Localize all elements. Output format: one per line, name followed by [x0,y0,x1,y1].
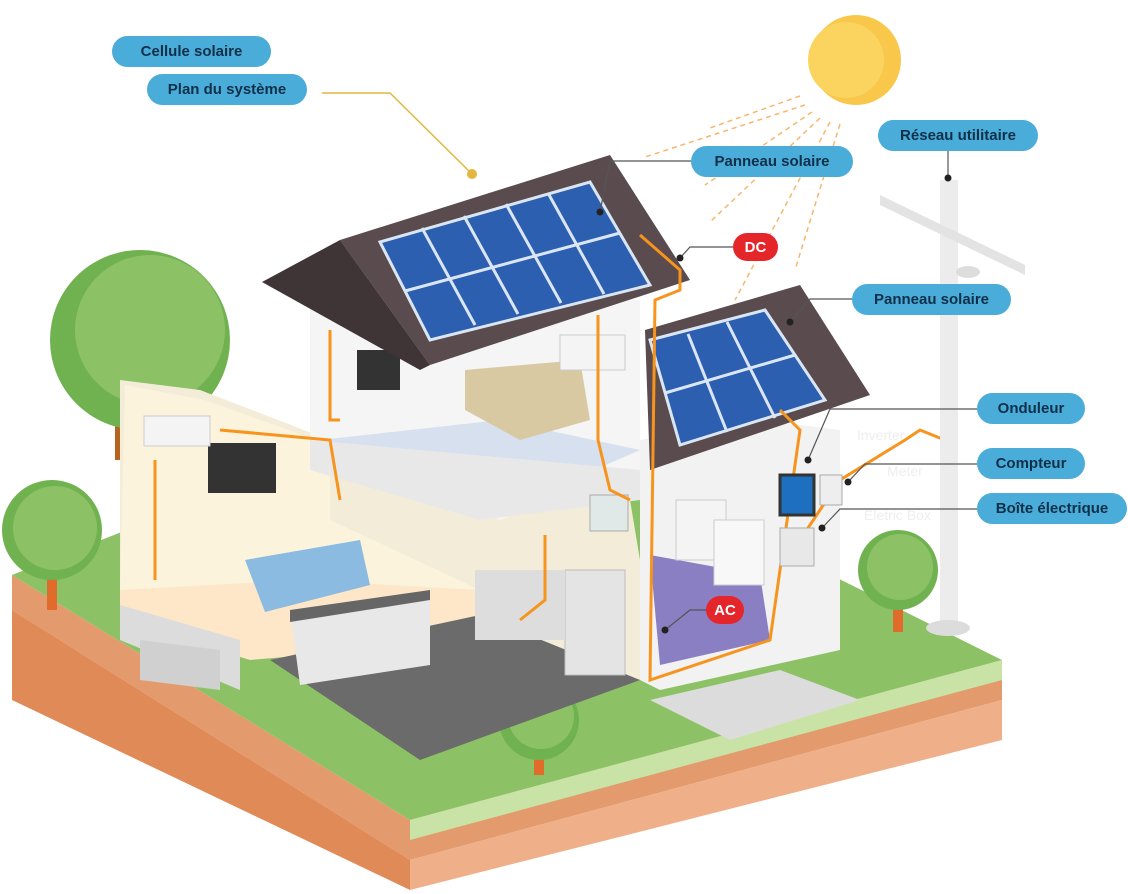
badge-dc: DC [733,233,778,261]
electric-box-device [779,527,815,567]
inverter-device [778,473,816,517]
house [120,260,840,760]
label-inverter: Onduleur [977,393,1085,424]
tree-right [858,530,938,632]
sun-highlight [808,22,884,98]
label-system-plan: Plan du système [147,74,307,105]
system-plan-callout-line [322,92,473,175]
ghost-label-inverter: Inverter [857,427,905,443]
tree-left-small [2,480,102,610]
label-electric-box: Boîte électrique [977,493,1127,524]
label-solar-cell: Cellule solaire [112,36,271,67]
callout-dot [467,169,477,179]
label-utility-grid: Réseau utilitaire [878,120,1038,151]
badge-ac: AC [706,596,744,624]
tree-left-large [50,250,230,460]
meter-device [819,474,843,506]
label-solar-panel-top: Panneau solaire [691,146,853,177]
ghost-label-electric-box: Eletric Box [864,507,931,523]
callout-dots [596,174,952,634]
label-solar-panel-right: Panneau solaire [852,284,1011,315]
solar-panel-main [377,180,653,342]
label-meter: Compteur [977,448,1085,479]
ghost-label-meter: Meter [887,463,923,479]
